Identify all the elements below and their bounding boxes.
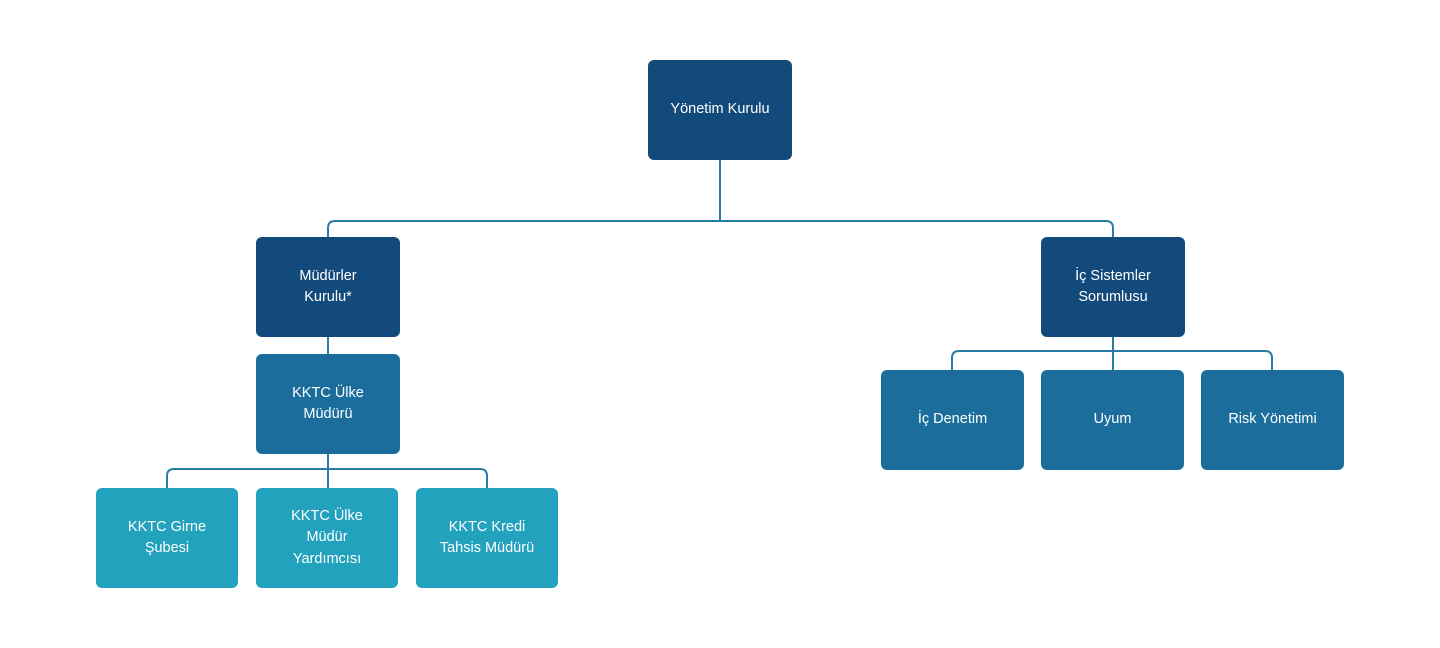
node-label: KKTC Ülke Müdürü xyxy=(292,384,364,422)
node-label: KKTC Girne Şubesi xyxy=(127,518,207,556)
node-uyum[interactable]: Uyum xyxy=(1041,370,1184,470)
node-label: KKTC Kredi Tahsis Müdürü xyxy=(439,518,535,556)
node-label: Risk Yönetimi xyxy=(1228,411,1317,428)
node-kktc-ulke-mudur-yardimcisi[interactable]: KKTC Ülke Müdür Yardımcısı xyxy=(256,488,398,588)
node-label: Müdürler Kurulu* xyxy=(299,267,357,305)
node-label: İç Denetim xyxy=(917,411,988,428)
connector-bus-level2 xyxy=(327,220,1114,237)
node-yonetim-kurulu[interactable]: Yönetim Kurulu xyxy=(648,60,792,160)
node-label: Uyum xyxy=(1093,411,1132,428)
node-ic-denetim[interactable]: İç Denetim xyxy=(881,370,1024,470)
node-mudurler-kurulu[interactable]: Müdürler Kurulu* xyxy=(256,237,400,337)
connector-bus-kktc-units xyxy=(166,468,488,488)
node-kktc-kredi-tahsis-muduru[interactable]: KKTC Kredi Tahsis Müdürü xyxy=(416,488,558,588)
node-kktc-ulke-muduru[interactable]: KKTC Ülke Müdürü xyxy=(256,354,400,454)
node-label: İç Sistemler Sorumlusu xyxy=(1075,267,1151,305)
node-label: KKTC Ülke Müdür Yardımcısı xyxy=(291,508,363,567)
node-risk-yonetimi[interactable]: Risk Yönetimi xyxy=(1201,370,1344,470)
connector-bus-internal-units xyxy=(951,350,1273,370)
node-kktc-girne-subesi[interactable]: KKTC Girne Şubesi xyxy=(96,488,238,588)
node-label: Yönetim Kurulu xyxy=(670,101,770,118)
node-ic-sistemler-sorumlusu[interactable]: İç Sistemler Sorumlusu xyxy=(1041,237,1185,337)
